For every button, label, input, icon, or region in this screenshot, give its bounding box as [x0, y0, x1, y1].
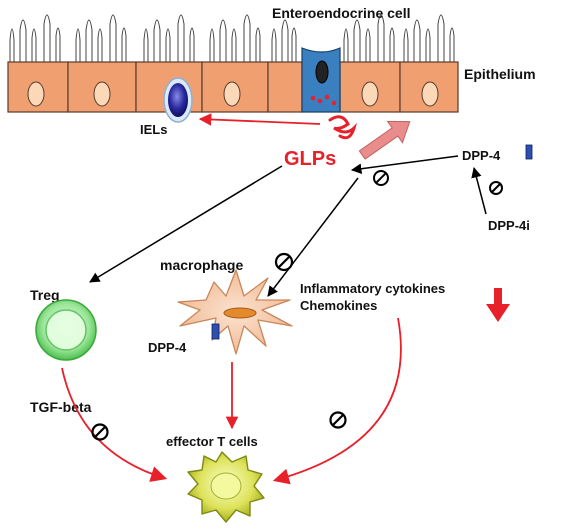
epithelial-nuclei [27, 81, 439, 107]
dpp4-top-label: DPP-4 [462, 148, 501, 163]
epithelium-layer [7, 14, 459, 123]
prohibited-circle-icon [91, 423, 109, 441]
macrophage-cell [177, 269, 293, 355]
iel-cell [163, 77, 193, 123]
arrow-glps-to-iels [198, 113, 321, 126]
effector-t-cells-label: effector T cells [166, 434, 258, 449]
iels-label: IELs [140, 122, 167, 137]
prohibited-circle-icon [373, 170, 389, 186]
enteroendocrine-cell-label: Enteroendocrine cell [272, 5, 410, 21]
epithelial-cell [267, 61, 303, 113]
tgf-beta-label: TGF-beta [30, 399, 92, 415]
chemokines-label: Chemokines [300, 298, 377, 313]
prohibited-circle-icon [329, 411, 347, 429]
epithelium-label: Epithelium [464, 66, 536, 82]
red-down-arrow-icon [486, 288, 510, 322]
arrow-dpp4-to-glps [350, 155, 459, 174]
prohibited-circle-icon [489, 181, 503, 195]
dpp4i-label: DPP-4i [488, 218, 530, 233]
arrow-glps-to-treg [89, 165, 283, 283]
effector-t-cell [187, 451, 265, 523]
dpp4-macrophage-marker [211, 323, 220, 340]
arrow-treg-to-effector [61, 367, 168, 482]
arrow-glps-to-epithelium [358, 120, 411, 160]
prohibited-circle-icon [274, 252, 294, 272]
dpp4-top-marker [525, 144, 533, 160]
glp-secretion-squiggle [328, 115, 358, 140]
arrow-glps-to-macrophage [267, 177, 359, 297]
arrow-dpp4i-to-dpp4 [471, 166, 487, 215]
dpp4-macrophage-label: DPP-4 [148, 340, 187, 355]
glps-label: GLPs [284, 148, 336, 170]
microvilli [9, 14, 455, 62]
treg-cell [35, 299, 97, 361]
inflammatory-cytokines-label: Inflammatory cytokines [300, 281, 445, 296]
enteroendocrine-cell [301, 47, 341, 113]
treg-label: Treg [30, 287, 60, 303]
macrophage-label: macrophage [160, 257, 243, 273]
arrow-cytokines-to-effector [272, 317, 402, 485]
